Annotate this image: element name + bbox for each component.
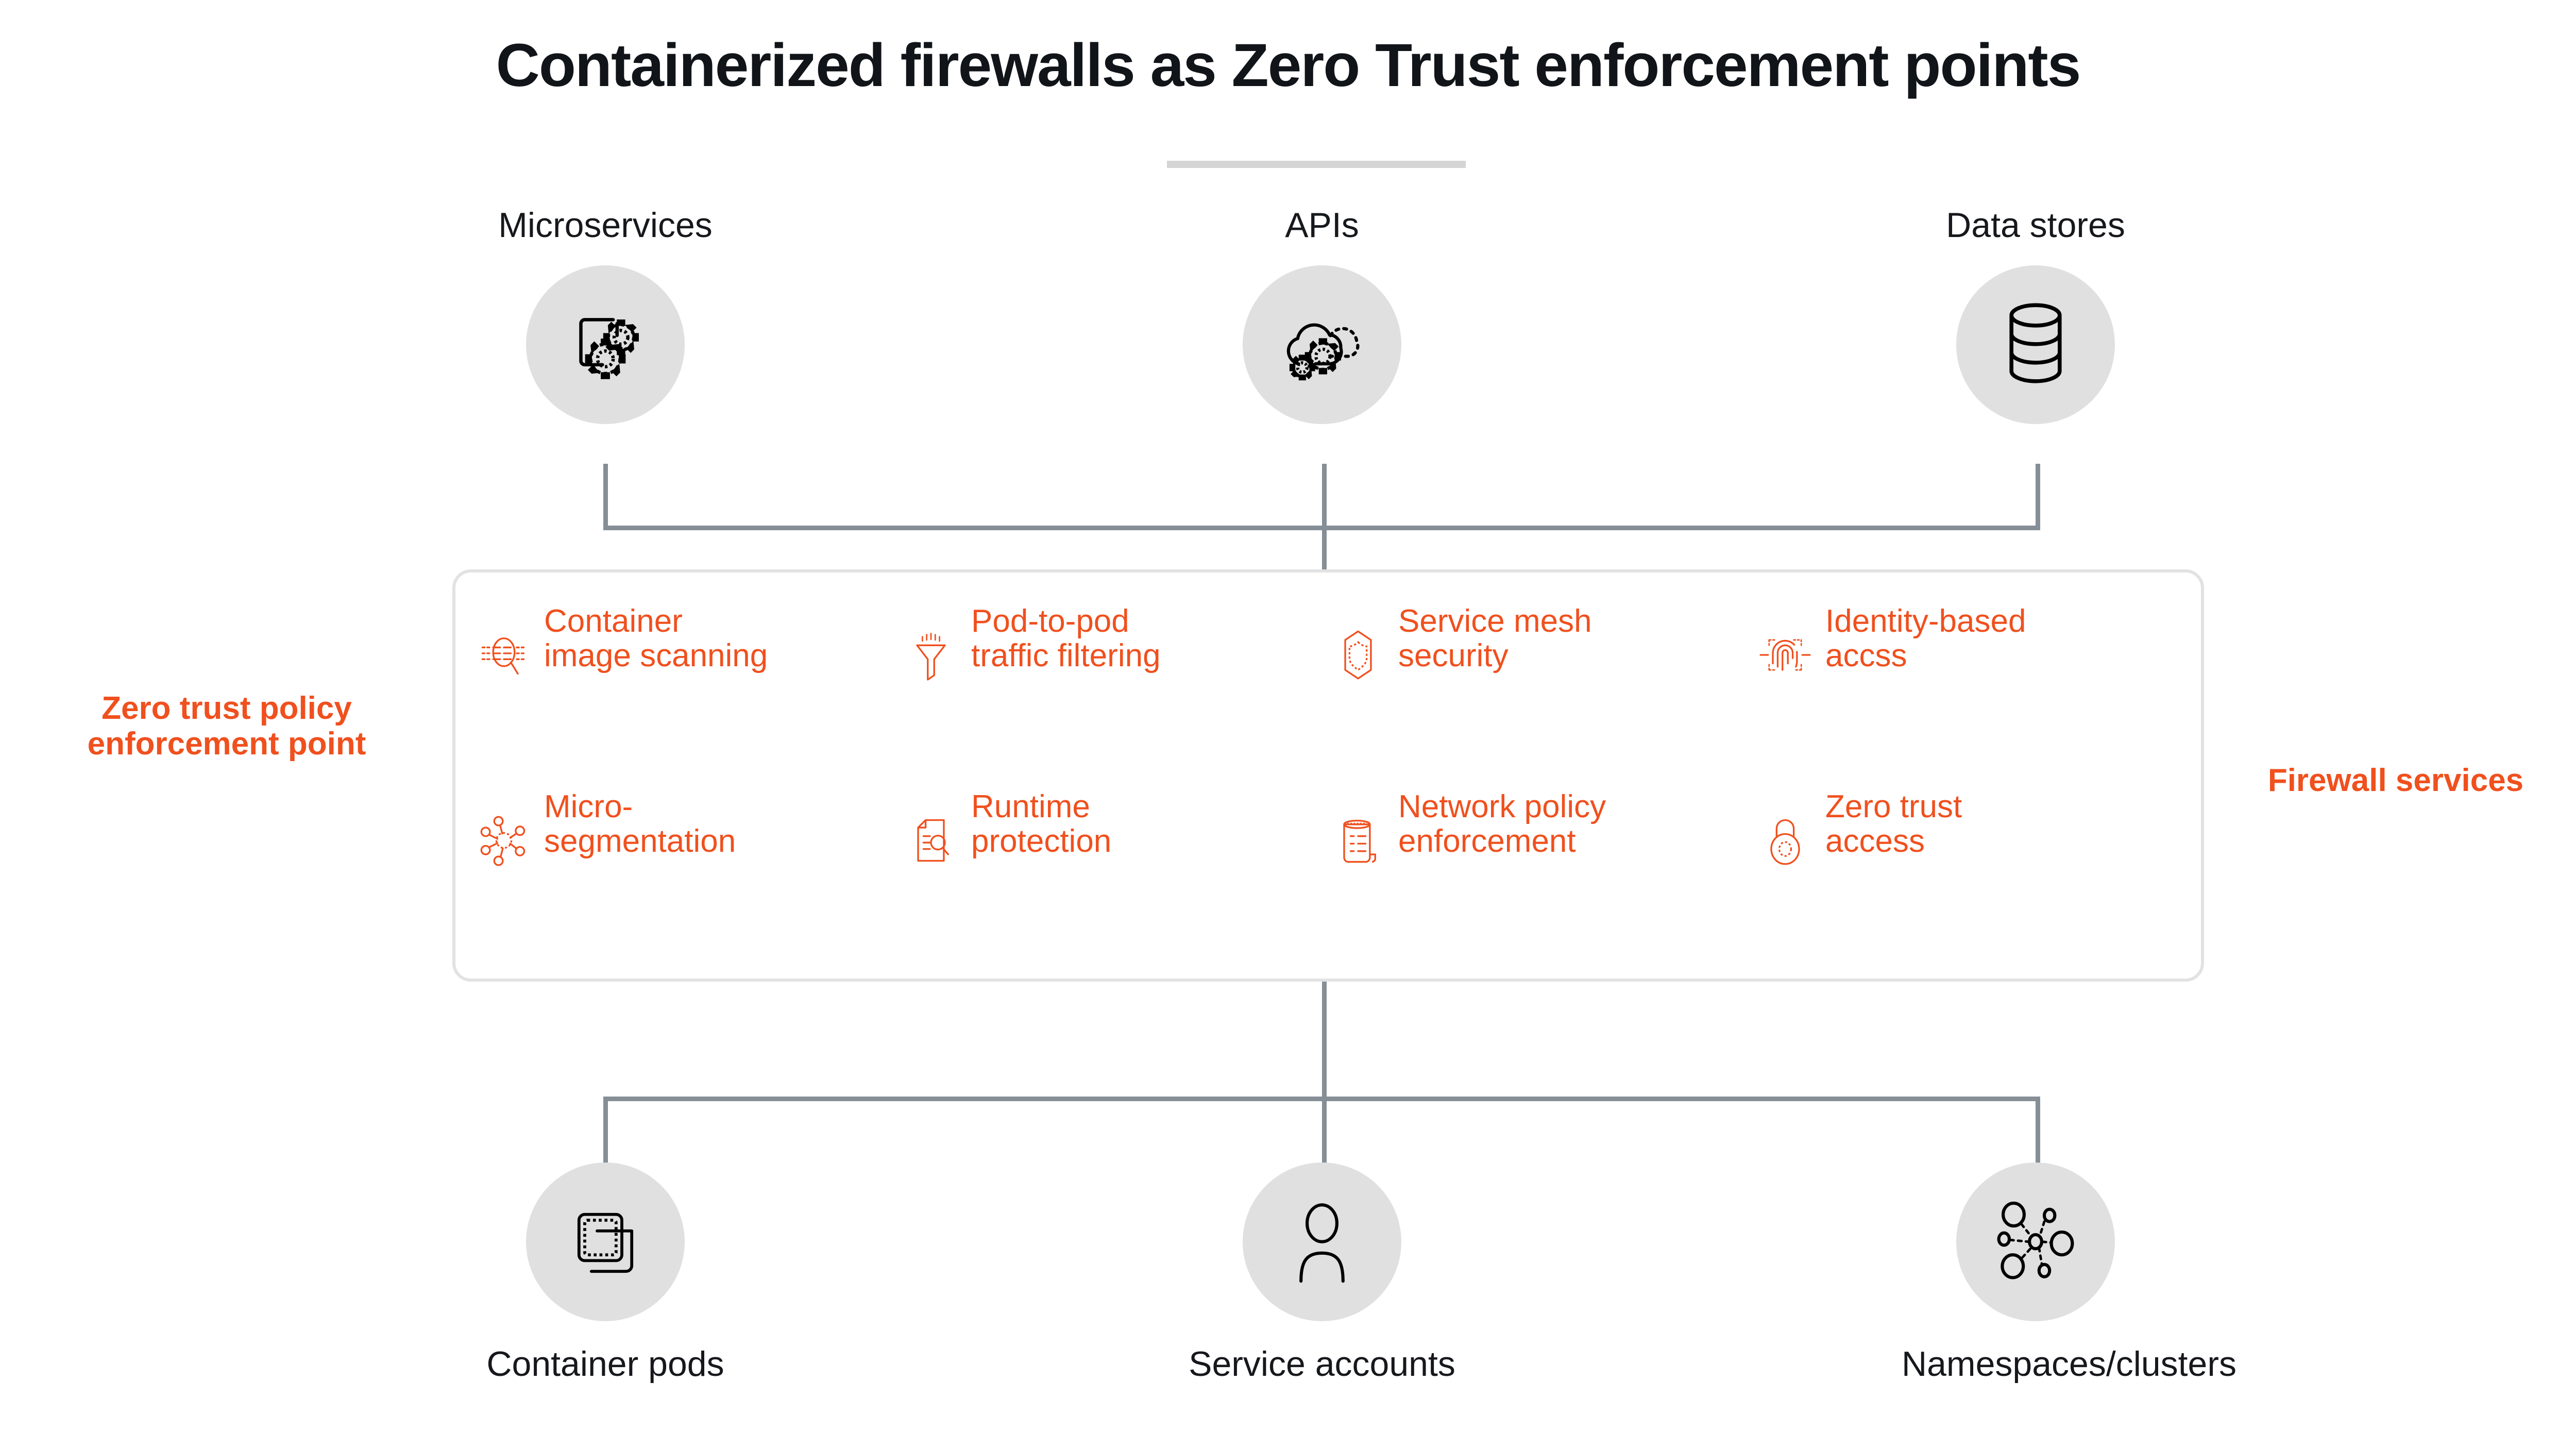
node-container-pods-label: Container pods [486,1344,724,1384]
service-label: Network policy enforcement [1398,789,1606,859]
document-search-icon [904,814,958,867]
database-cylinder-icon [1997,297,2074,392]
page-title: Containerized firewalls as Zero Trust en… [496,31,2081,99]
service-item-service-mesh-security[interactable]: Service mesh security [1331,592,1758,778]
node-namespaces-clusters-circle [1956,1162,2115,1321]
node-data-stores-label: Data stores [1946,206,2125,245]
connector-top-left-drop [603,464,608,529]
scan-magnifier-icon [477,628,531,682]
service-label: Service mesh security [1398,603,1592,673]
cluster-nodes-icon [1992,1197,2079,1287]
right-side-label: Firewall services [2267,763,2524,798]
node-service-accounts[interactable]: Service accounts [1188,1162,1456,1384]
network-nodes-icon [477,814,531,867]
connector-bottom-bus [603,1097,2040,1101]
service-label: Container image scanning [544,603,768,673]
node-namespaces-clusters[interactable]: Namespaces/clusters [1902,1162,2237,1384]
node-service-accounts-circle [1243,1162,1401,1321]
connector-bottom-center-drop [1322,1097,1327,1164]
firewall-services-panel: Container image scanning Pod-to-pod traf… [452,569,2204,982]
node-namespaces-clusters-label: Namespaces/clusters [1902,1344,2237,1384]
service-label: Zero trust access [1825,789,1962,859]
stacked-squares-icon [564,1200,647,1285]
service-item-network-policy-enforcement[interactable]: Network policy enforcement [1331,778,1758,963]
connector-top-right-drop [2036,464,2040,529]
firewall-services-grid: Container image scanning Pod-to-pod traf… [455,572,2201,979]
policy-scroll-icon [1331,814,1385,867]
service-item-runtime-protection[interactable]: Runtime protection [904,778,1331,963]
service-item-zero-trust-access[interactable]: Zero trust access [1758,778,2185,963]
service-label: Micro-segmentation [544,789,736,859]
service-label: Identity-based accss [1825,603,2026,673]
node-service-accounts-label: Service accounts [1189,1344,1455,1384]
service-item-pod-to-pod-traffic-filtering[interactable]: Pod-to-pod traffic filtering [904,592,1331,778]
connector-bottom-left-drop [603,1097,608,1164]
fingerprint-icon [1758,628,1812,682]
service-item-identity-based-access[interactable]: Identity-based accss [1758,592,2185,778]
title-divider [1167,161,1466,168]
connector-bottom-center-stem [1322,982,1327,1100]
node-data-stores[interactable]: Data stores [1902,206,2170,424]
left-side-label: Zero trust policy enforcement point [87,690,366,762]
funnel-icon [904,628,958,682]
node-container-pods[interactable]: Container pods [471,1162,739,1384]
padlock-icon [1758,814,1812,867]
node-microservices-circle [526,265,685,424]
node-microservices-label: Microservices [498,206,713,245]
service-item-micro-segmentation[interactable]: Micro-segmentation [477,778,904,963]
node-apis-label: APIs [1285,206,1359,245]
node-data-stores-circle [1956,265,2115,424]
person-icon [1283,1197,1361,1287]
node-apis[interactable]: APIs [1188,206,1456,424]
container-gears-icon [556,294,654,395]
service-label: Runtime protection [971,789,1112,859]
cloud-gears-icon [1270,292,1374,397]
node-apis-circle [1243,265,1401,424]
service-label: Pod-to-pod traffic filtering [971,603,1161,673]
node-container-pods-circle [526,1162,685,1321]
connector-top-bus [603,526,2040,530]
connector-top-center-drop [1322,464,1327,570]
connector-bottom-right-drop [2036,1097,2040,1164]
node-microservices[interactable]: Microservices [471,206,739,424]
shield-icon [1331,628,1385,682]
service-item-container-image-scanning[interactable]: Container image scanning [477,592,904,778]
